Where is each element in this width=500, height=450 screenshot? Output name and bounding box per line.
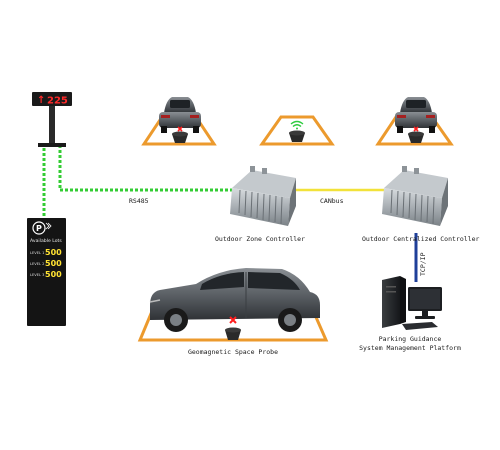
display-panel	[32, 92, 72, 106]
parking-outline-2	[259, 115, 335, 146]
geomagnetic-probe-icon	[225, 316, 241, 340]
rs485-link	[42, 145, 232, 218]
sign-level-2-value: 500	[45, 259, 62, 268]
platform-label-line2: System Management Platform	[359, 344, 461, 352]
zone-controller-label: Outdoor Zone Controller	[215, 235, 305, 243]
probe-label: Geomagnetic Space Probe	[188, 348, 278, 356]
sign-body	[27, 218, 66, 326]
display-pole	[49, 106, 55, 144]
probe-icon-1	[172, 126, 188, 143]
parking-logo-icon	[32, 221, 46, 235]
sign-chevron-icon	[45, 222, 52, 230]
sign-level-1-value: 500	[45, 248, 62, 257]
top-count-display: ↑ 225	[32, 92, 72, 147]
parking-space-2	[259, 115, 335, 146]
parking-space-3	[375, 97, 454, 146]
platform-label-line1: Parking Guidance	[379, 335, 442, 343]
rs485-label: RS485	[129, 197, 149, 205]
guidance-sign: P Available Lots LEVEL 1 500 LEVEL 2 500…	[27, 218, 66, 326]
display-arrow: ↑	[37, 95, 45, 106]
display-base	[38, 143, 66, 147]
sign-level-3-value: 500	[45, 270, 62, 279]
parking-space-1	[141, 97, 217, 146]
probe-icon-3	[408, 126, 424, 143]
parking-logo-letter: P	[36, 224, 42, 233]
tcpip-label: TCP/IP	[419, 252, 427, 276]
wifi-signal-icon	[290, 120, 304, 130]
display-count: 225	[47, 96, 68, 107]
sign-title: Available Lots	[30, 238, 62, 244]
probe-icon-2	[289, 130, 305, 142]
sign-level-3-label: LEVEL 3	[30, 273, 44, 277]
sign-level-1-label: LEVEL 1	[30, 251, 44, 255]
car-rear-icon-3	[395, 97, 437, 133]
rs485-line-top	[58, 145, 232, 192]
car-rear-icon-1	[159, 97, 201, 133]
sign-level-2-label: LEVEL 2	[30, 262, 44, 266]
centralized-controller-device	[382, 166, 448, 226]
centralized-controller-label: Outdoor Centralized Controller	[362, 235, 479, 243]
canbus-label: CANbus	[320, 197, 344, 205]
zone-controller-device	[230, 166, 296, 226]
management-computer-icon	[382, 276, 442, 330]
suv-car-icon	[149, 268, 320, 332]
